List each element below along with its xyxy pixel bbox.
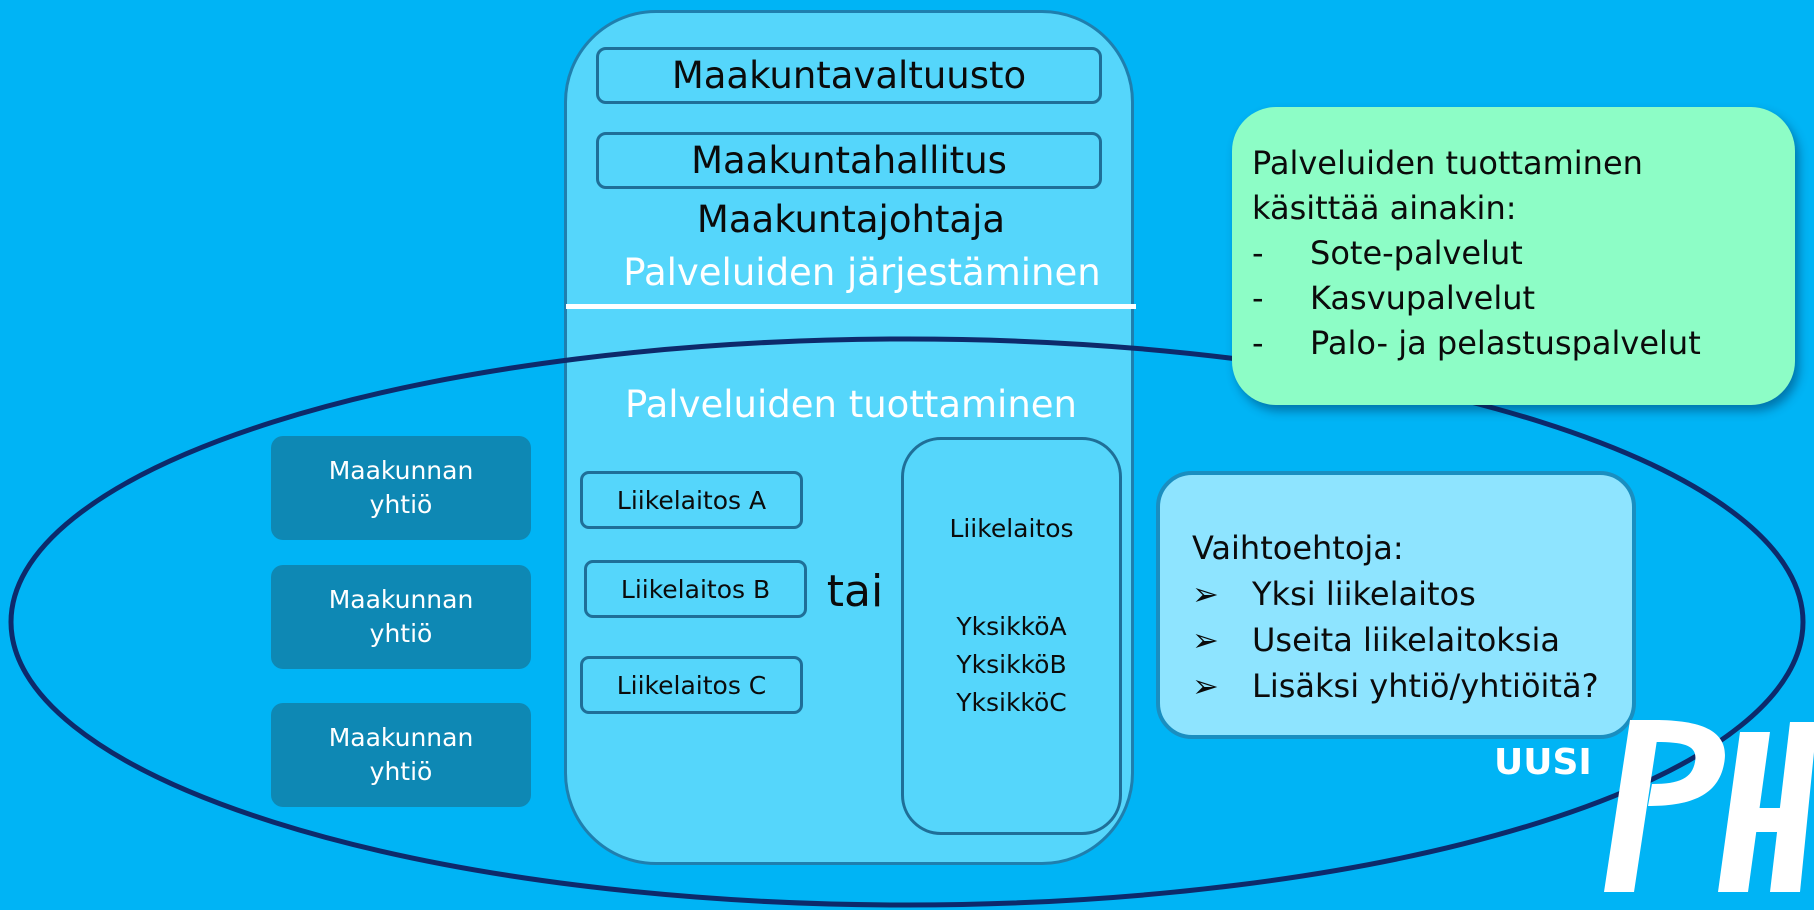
organizing-label: Palveluiden järjestäminen — [623, 250, 1101, 294]
arrow-bullet-icon: ➢ — [1192, 667, 1219, 705]
services-info-line1: Palveluiden tuottaminen — [1252, 144, 1643, 182]
services-bullet: - Palo- ja pelastuspalvelut — [1252, 321, 1775, 366]
options-card: Vaihtoehtoja: ➢ Yksi liikelaitos ➢ Useit… — [1156, 471, 1636, 739]
board-label: Maakuntahallitus — [691, 139, 1007, 182]
organizing-divider — [566, 304, 1136, 309]
option-item: ➢ Lisäksi yhtiö/yhtiöitä? — [1192, 663, 1632, 709]
single-enterprise-box: Liikelaitos YksikköA YksikköB YksikköC — [901, 437, 1122, 835]
council-label: Maakuntavaltuusto — [671, 54, 1027, 97]
services-info-line2: käsittää ainakin: — [1252, 189, 1517, 227]
unit-list: YksikköA YksikköB YksikköC — [904, 608, 1119, 722]
services-bullet-text: Sote-palvelut — [1310, 234, 1523, 272]
company-box: Maakunnan yhtiö — [271, 436, 531, 540]
enterprise-box-a: Liikelaitos A — [580, 471, 803, 529]
enterprise-box-b: Liikelaitos B — [584, 560, 807, 618]
options-title: Vaihtoehtoja: — [1192, 529, 1404, 567]
dash-bullet: - — [1252, 324, 1264, 362]
company-box: Maakunnan yhtiö — [271, 703, 531, 807]
logo-text: UUSI — [1494, 742, 1592, 783]
enterprise-box-c: Liikelaitos C — [580, 656, 803, 714]
director-label: Maakuntajohtaja — [696, 197, 1006, 241]
single-enterprise-title: Liikelaitos — [949, 514, 1074, 543]
arrow-bullet-icon: ➢ — [1192, 621, 1219, 659]
unit-item: YksikköB — [956, 650, 1067, 679]
services-info-card: Palveluiden tuottaminen käsittää ainakin… — [1232, 107, 1795, 405]
option-text: Useita liikelaitoksia — [1252, 621, 1560, 659]
company-line1: Maakunnan — [328, 456, 474, 485]
option-text: Yksi liikelaitos — [1252, 575, 1476, 613]
or-label: tai — [826, 565, 884, 617]
services-bullet: - Kasvupalvelut — [1252, 276, 1775, 321]
council-box: Maakuntavaltuusto — [596, 47, 1102, 104]
services-bullet: - Sote-palvelut — [1252, 231, 1775, 276]
company-box: Maakunnan yhtiö — [271, 565, 531, 669]
option-text: Lisäksi yhtiö/yhtiöitä? — [1252, 667, 1599, 705]
board-box: Maakuntahallitus — [596, 132, 1102, 189]
enterprise-label: Liikelaitos C — [616, 670, 767, 700]
production-label: Palveluiden tuottaminen — [624, 382, 1077, 426]
option-item: ➢ Yksi liikelaitos — [1192, 571, 1632, 617]
unit-item: YksikköC — [956, 688, 1067, 717]
arrow-bullet-icon: ➢ — [1192, 575, 1219, 613]
dash-bullet: - — [1252, 279, 1264, 317]
dash-bullet: - — [1252, 234, 1264, 272]
option-item: ➢ Useita liikelaitoksia — [1192, 617, 1632, 663]
company-line1: Maakunnan — [328, 585, 474, 614]
company-line2: yhtiö — [369, 757, 433, 786]
services-bullet-text: Kasvupalvelut — [1310, 279, 1536, 317]
company-line2: yhtiö — [369, 490, 433, 519]
company-line1: Maakunnan — [328, 723, 474, 752]
enterprise-label: Liikelaitos A — [616, 485, 767, 515]
enterprise-label: Liikelaitos B — [620, 574, 771, 604]
company-line2: yhtiö — [369, 619, 433, 648]
ph-logo-mark-icon — [1604, 720, 1814, 892]
unit-item: YksikköA — [956, 612, 1067, 641]
services-bullet-text: Palo- ja pelastuspalvelut — [1310, 324, 1701, 362]
